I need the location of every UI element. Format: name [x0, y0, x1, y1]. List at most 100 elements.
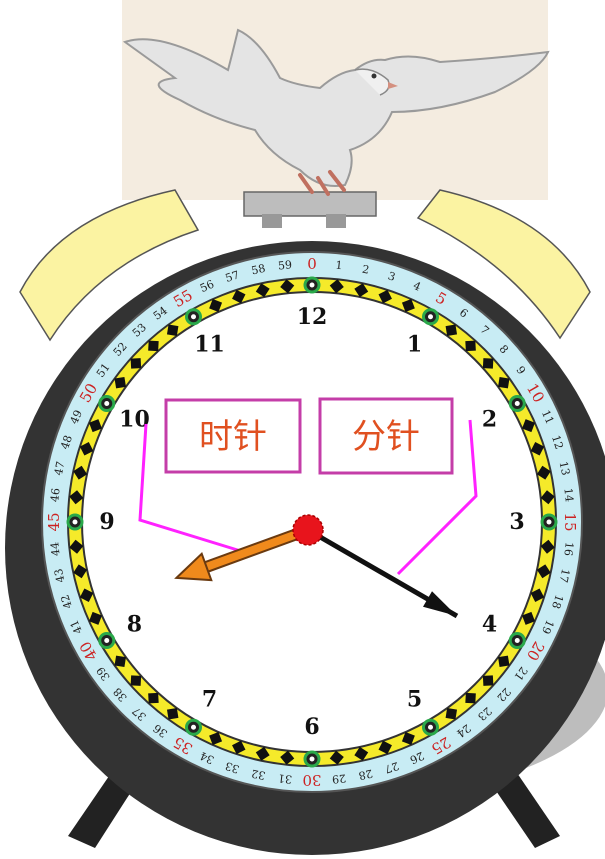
- hour-hand-shaft: [197, 526, 310, 574]
- minute-number: 30: [302, 771, 321, 789]
- ring-diamond: [255, 746, 270, 761]
- hour-number: 3: [509, 509, 524, 535]
- ring-diamond: [540, 539, 555, 554]
- minute-number: 19: [539, 618, 557, 636]
- ring-diamond: [522, 419, 535, 433]
- hour-number: 2: [482, 407, 497, 433]
- minute-number: 12: [549, 434, 566, 451]
- minute-number: 45: [45, 512, 63, 531]
- minute-number: 4: [411, 279, 423, 294]
- ring-diamond: [166, 324, 179, 336]
- minute-number: 57: [224, 268, 241, 285]
- minute-number: 26: [408, 749, 426, 767]
- minute-number: 29: [331, 771, 346, 785]
- ring-diamond: [89, 611, 102, 625]
- minute-number: 0: [307, 255, 317, 273]
- minute-number: 2: [361, 263, 371, 277]
- ring-diamond: [378, 740, 392, 755]
- ring-diamond: [465, 340, 476, 352]
- ring-diamond: [536, 564, 551, 579]
- ring-diamond: [445, 708, 458, 720]
- ring-diamond: [401, 299, 415, 312]
- hour-number: 6: [304, 714, 319, 740]
- ring-diamond: [232, 289, 246, 304]
- minute-number: 11: [539, 408, 557, 426]
- minute-number: 31: [277, 771, 292, 785]
- ring-diamond: [114, 376, 126, 389]
- handle-post-left: [262, 214, 282, 228]
- minute-hand: [306, 527, 459, 619]
- hour-number: 4: [482, 612, 497, 638]
- hour-marker-dot-center: [104, 401, 110, 406]
- minute-number: 34: [198, 749, 216, 767]
- minute-number: 43: [52, 567, 68, 583]
- ring-diamond: [530, 442, 545, 456]
- minute-number: 48: [58, 434, 75, 451]
- minute-number: 13: [557, 460, 573, 476]
- minute-number: 3: [386, 269, 397, 284]
- minute-number: 17: [557, 567, 573, 583]
- minute-number: 49: [68, 408, 86, 426]
- ring-diamond: [329, 750, 344, 765]
- hour-number: 12: [297, 304, 328, 330]
- ring-diamond: [280, 279, 295, 294]
- hour-marker-dot-center: [428, 724, 433, 730]
- ring-diamond: [79, 588, 94, 602]
- dove-image: [122, 28, 550, 196]
- hour-hand-callout-line: [138, 423, 245, 554]
- hour-number: 1: [407, 331, 422, 357]
- minute-number: 59: [277, 258, 292, 272]
- minute-number: 44: [48, 541, 62, 556]
- ring-diamond: [536, 465, 551, 480]
- ring-diamond: [498, 655, 510, 668]
- ring-diamond: [89, 419, 102, 433]
- ring-diamond: [79, 442, 94, 456]
- ring-diamond: [530, 588, 545, 602]
- hour-hand-label-box: [164, 398, 302, 474]
- hour-marker-dot-center: [191, 724, 196, 730]
- hour-marker-dot-center: [514, 401, 520, 406]
- ring-diamond: [465, 692, 476, 704]
- ring-diamond: [378, 289, 392, 304]
- hour-hand-arrowhead: [174, 552, 213, 582]
- minute-number: 14: [561, 487, 575, 502]
- minute-number: 15: [561, 512, 579, 531]
- ring-diamond: [498, 376, 510, 389]
- hour-marker-dots: [66, 276, 558, 768]
- minute-hand-arrowhead: [423, 591, 457, 616]
- ring-diamond: [280, 750, 295, 765]
- minute-number: 33: [224, 759, 241, 776]
- minute-number: 1: [335, 259, 343, 273]
- right-bell: [416, 189, 591, 340]
- minute-number: 56: [198, 278, 216, 296]
- ring-diamond: [130, 358, 142, 369]
- ring-diamond: [114, 655, 126, 668]
- minute-number: 27: [383, 759, 400, 776]
- ring-diamond: [401, 732, 415, 745]
- ring-diamond: [540, 490, 555, 505]
- clock-top-handle: [243, 191, 377, 217]
- hour-marker-dot-center: [191, 314, 196, 320]
- minute-number: 46: [48, 487, 62, 502]
- hour-marker-dot-center: [104, 638, 110, 643]
- minute-number: 58: [250, 262, 266, 278]
- hour-number: 5: [407, 687, 422, 713]
- ring-diamond: [73, 564, 88, 579]
- hour-marker-dot-center: [72, 519, 78, 525]
- left-bell: [19, 189, 200, 342]
- minute-number: 47: [52, 460, 68, 476]
- ring-diamond: [482, 358, 494, 369]
- hour-number: 9: [99, 509, 114, 535]
- hour-hand-label: 时针: [199, 417, 267, 457]
- hour-marker-dot-center: [309, 756, 315, 762]
- ring-diamond: [130, 675, 142, 686]
- center-pivot: [292, 514, 324, 546]
- ring-diamond: [354, 283, 369, 298]
- minute-number: 16: [561, 541, 575, 556]
- hour-marker-dot-center: [546, 519, 552, 525]
- ring-diamond: [255, 283, 270, 298]
- minute-number: 18: [549, 593, 566, 610]
- ring-diamond: [166, 708, 179, 720]
